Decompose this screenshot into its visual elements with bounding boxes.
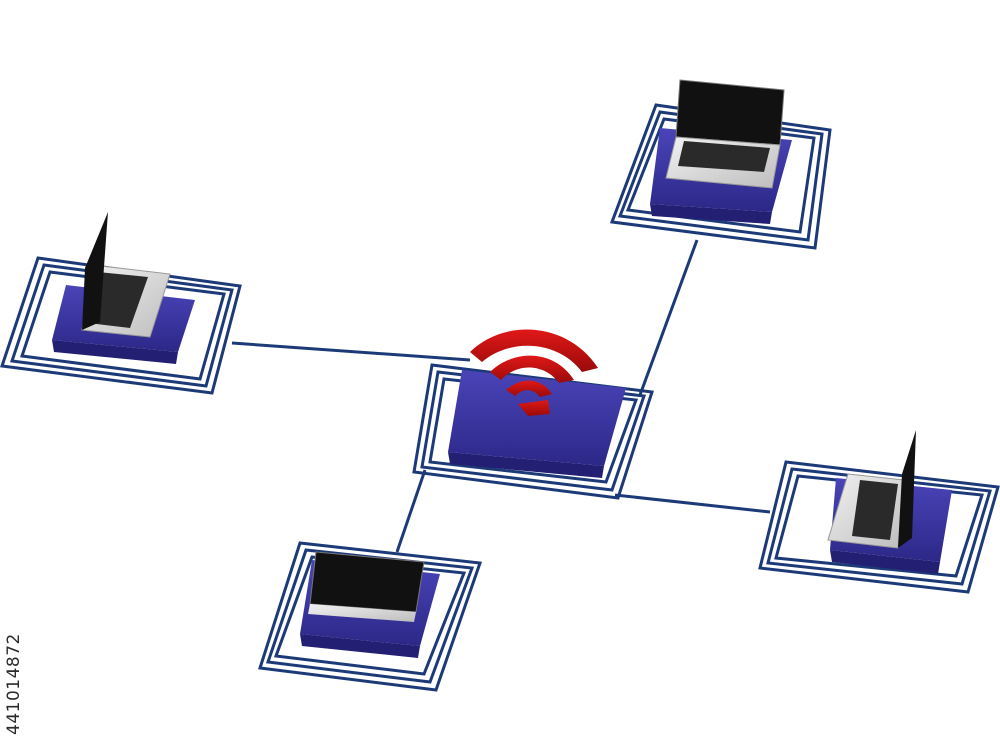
laptop-icon [81, 212, 171, 338]
network-cables [231, 239, 771, 553]
platform-center [448, 370, 626, 466]
laptop-icon [827, 430, 916, 549]
laptop-left [0, 212, 242, 395]
laptop-icon [665, 79, 785, 189]
laptop-top-right [609, 79, 832, 250]
laptop-icon [308, 551, 425, 622]
laptop-right [758, 430, 1000, 594]
wifi-router-hub [412, 329, 654, 500]
stock-id-watermark: 441014872 [4, 633, 24, 735]
wifi-icon [470, 329, 598, 416]
laptop-bottom-left [258, 541, 483, 692]
